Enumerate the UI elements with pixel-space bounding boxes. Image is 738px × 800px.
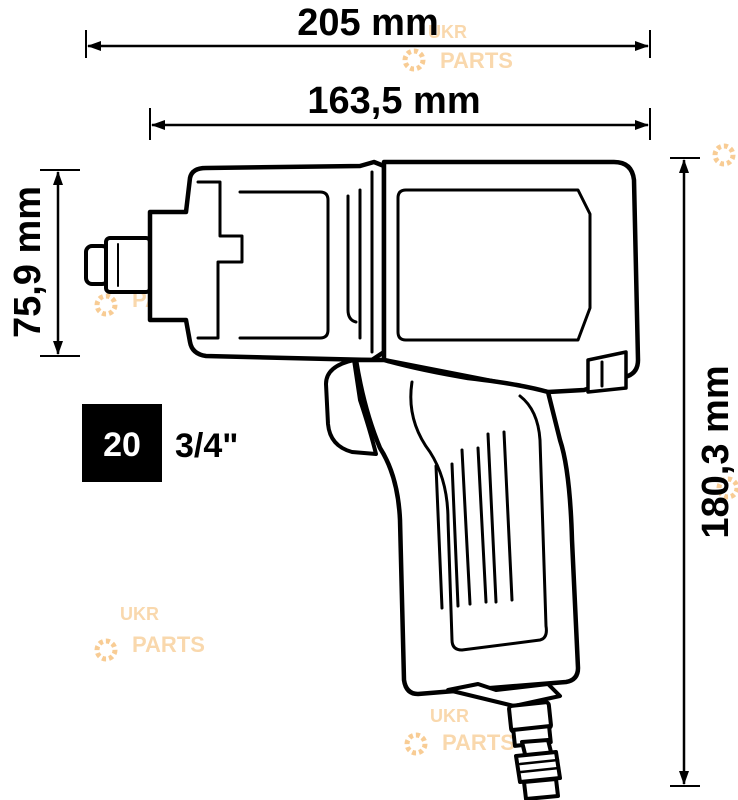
svg-text:PARTS: PARTS [440,48,513,73]
housing-window [396,188,592,342]
grip-groove [476,446,488,604]
dimension-label: 205 mm [297,2,439,44]
dimension-label: 180,3 mm [695,365,737,538]
grip-groove [434,464,444,610]
hammer-case-detail [196,180,244,340]
watermark-gear [712,143,736,167]
housing-clip [346,194,358,324]
impact-wrench-illustration [84,159,641,800]
grip-groove [502,430,514,602]
watermark-gear [716,476,738,500]
air-inlet-fitting [507,700,562,800]
svg-text:PARTS: PARTS [442,730,515,755]
watermark-logo: UKR PARTS [402,22,513,73]
square-drive-anvil [84,236,152,294]
watermark-logo: UKR PARTS [94,604,205,662]
hammer-case-detail [238,190,330,340]
dimension-label: 75,9 mm [7,186,49,338]
svg-text:UKR: UKR [430,706,469,726]
svg-text:PARTS: PARTS [132,632,205,657]
drive-size-badge: 20 3/4" [82,404,238,482]
dimension-head-height: 75,9 mm [7,169,80,357]
grip-groove [460,448,472,606]
dimension-body-length: 163,5 mm [149,80,651,140]
dimension-overall-length: 205 mm [85,2,651,58]
svg-text:UKR: UKR [428,22,467,42]
motor-housing [381,159,641,395]
watermark-logo: UKR PARTS [404,706,515,756]
badge-number: 20 [103,426,141,464]
drive-size-label: 3/4" [175,427,238,465]
svg-text:UKR: UKR [120,604,159,624]
grip-groove [450,462,460,608]
grip-panel [409,380,548,652]
dimension-overall-height: 180,3 mm [670,157,737,787]
reverse-valve [586,350,628,394]
housing-rib [358,170,374,354]
trigger [324,358,378,456]
grip-groove [486,432,498,604]
dimension-label: 163,5 mm [307,80,480,122]
